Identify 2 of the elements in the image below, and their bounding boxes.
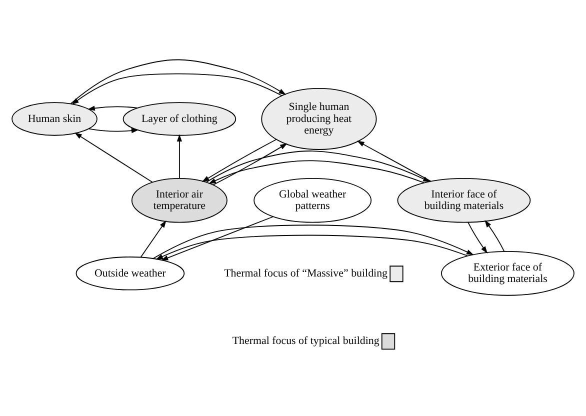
legend-label: Thermal focus of “Massive” building [224,267,388,280]
legend-label: Thermal focus of typical building [232,334,380,347]
